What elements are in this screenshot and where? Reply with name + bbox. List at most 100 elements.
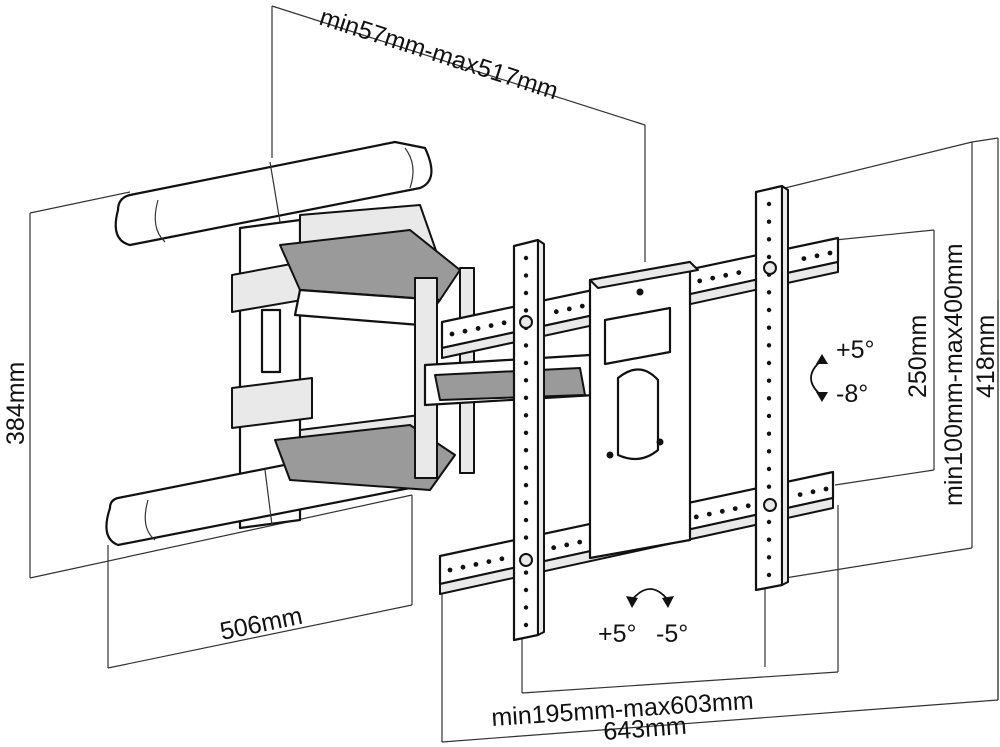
right-bracket-hole	[766, 201, 772, 207]
top-rail-hole	[449, 331, 455, 337]
upper-arm-cover	[114, 140, 433, 247]
left-vertical-bracket-side	[537, 239, 545, 636]
upper-arm-end-curve	[154, 199, 166, 243]
swivel-left-label: +5°	[598, 620, 637, 648]
rail-bottom-ext	[834, 469, 935, 486]
overall-width-line	[441, 699, 999, 743]
swivel-arrow-curve	[631, 588, 669, 601]
right-bracket-hole	[766, 519, 772, 525]
upper-arm-end-curve-right	[404, 147, 414, 189]
right-vertical-bracket	[754, 184, 784, 592]
top-rail-hole	[501, 320, 507, 326]
swivel-right-label: -5°	[656, 620, 688, 648]
right-bracket-hole	[766, 413, 772, 419]
bottom-rail-hole	[577, 539, 583, 545]
right-bracket-hole	[766, 254, 772, 260]
arm-width-label: 506mm	[218, 602, 305, 646]
vertical-brackets	[512, 184, 789, 642]
tilt-arrow	[810, 354, 828, 402]
arm-width-line	[107, 604, 413, 669]
left-bracket-hole	[523, 587, 529, 593]
wall-plate-assembly	[105, 140, 597, 547]
arm-height-label: 384mm	[2, 362, 30, 445]
left-bracket-hole	[523, 343, 529, 348]
vesa-h-line	[521, 671, 839, 694]
left-bracket-hole	[523, 517, 529, 523]
left-bracket-hole	[523, 535, 529, 540]
right-bracket-hole	[766, 449, 772, 454]
top-rail-hole	[710, 275, 716, 281]
left-bracket-hole	[523, 448, 529, 453]
swivel-arrow-head-left	[626, 596, 638, 608]
right-bracket-bolt-top	[763, 261, 777, 275]
right-vertical-bracket-side	[781, 185, 789, 586]
bottom-rail-hole	[486, 559, 492, 564]
left-bracket-hole	[523, 360, 529, 366]
left-bracket-hole	[523, 273, 529, 278]
bottom-rail-hole	[810, 489, 816, 495]
lower-arm-seam	[264, 469, 273, 526]
center-plate-hole-right	[656, 438, 664, 446]
rail-top-ext	[834, 229, 935, 241]
left-bracket-hole	[523, 395, 529, 400]
top-rail-hole	[462, 328, 468, 334]
right-bracket-hole	[766, 484, 772, 489]
bottom-rail-hole	[473, 562, 479, 567]
right-bracket-hole	[766, 343, 772, 348]
tilt-arrow-head-up	[816, 354, 828, 364]
tilt-arrow-curve	[810, 359, 823, 397]
depth-dimension-line	[271, 5, 646, 126]
lower-folded-arm	[274, 424, 456, 491]
left-bracket-hole	[523, 500, 529, 505]
depth-range-label: min57mm-max517mm	[316, 3, 561, 105]
left-bracket-hole	[523, 255, 529, 261]
top-rail-hole	[814, 253, 820, 259]
top-rail-hole	[475, 326, 481, 331]
rail-holes	[447, 250, 833, 573]
right-bracket-hole	[766, 219, 772, 224]
dimension-lines	[29, 5, 999, 743]
bottom-rail-hole	[706, 511, 712, 517]
bracket-holes	[523, 201, 772, 628]
rail-spacing-label: 250mm	[904, 315, 932, 398]
left-bracket-bolt-bottom	[519, 553, 533, 567]
arm-height-top-ext	[29, 191, 131, 214]
top-rail-hole	[827, 250, 833, 256]
tilt-up-label: +5°	[836, 336, 875, 364]
vesa-v-bottom-ext	[784, 547, 973, 579]
bottom-rail-hole	[732, 506, 738, 511]
bottom-rail-hole	[693, 514, 699, 520]
bottom-rail-hole	[447, 567, 453, 573]
right-bracket-hole	[766, 466, 772, 472]
right-bracket-hole	[766, 307, 772, 313]
bottom-rail-hole	[797, 492, 803, 497]
swivel-arrow-head-right	[662, 596, 674, 608]
left-bracket-hole	[523, 430, 529, 435]
bracket-height-top-ext	[971, 137, 999, 143]
upper-arm-seam	[269, 161, 281, 223]
left-bracket-hole	[523, 290, 529, 296]
right-bracket-hole	[766, 537, 772, 542]
right-bracket-hole	[766, 378, 772, 383]
center-plate-hole-left	[606, 451, 614, 459]
left-bracket-hole	[523, 378, 529, 383]
top-rail-hole	[579, 303, 585, 309]
wall-plate-bottom-tab	[231, 377, 313, 429]
right-bracket-hole	[766, 555, 772, 560]
center-plate-top	[589, 261, 699, 289]
lower-arm-end-curve	[144, 499, 156, 541]
bracket-height-label: 418mm	[972, 315, 1000, 398]
overall-width-label: 643mm	[602, 712, 687, 746]
right-bracket-bolt-bottom	[763, 498, 777, 512]
top-rail-hole	[697, 278, 703, 284]
wall-plate-slot	[260, 308, 282, 374]
left-bracket-hole	[523, 605, 529, 610]
swivel-arrow	[626, 588, 674, 608]
tilt-arrow-head-down	[816, 392, 828, 402]
bottom-rail-hole	[564, 542, 570, 548]
center-plate-window	[603, 306, 672, 366]
top-rail-hole	[723, 272, 729, 278]
left-bracket-hole	[523, 308, 529, 313]
right-bracket-hole	[766, 431, 772, 436]
